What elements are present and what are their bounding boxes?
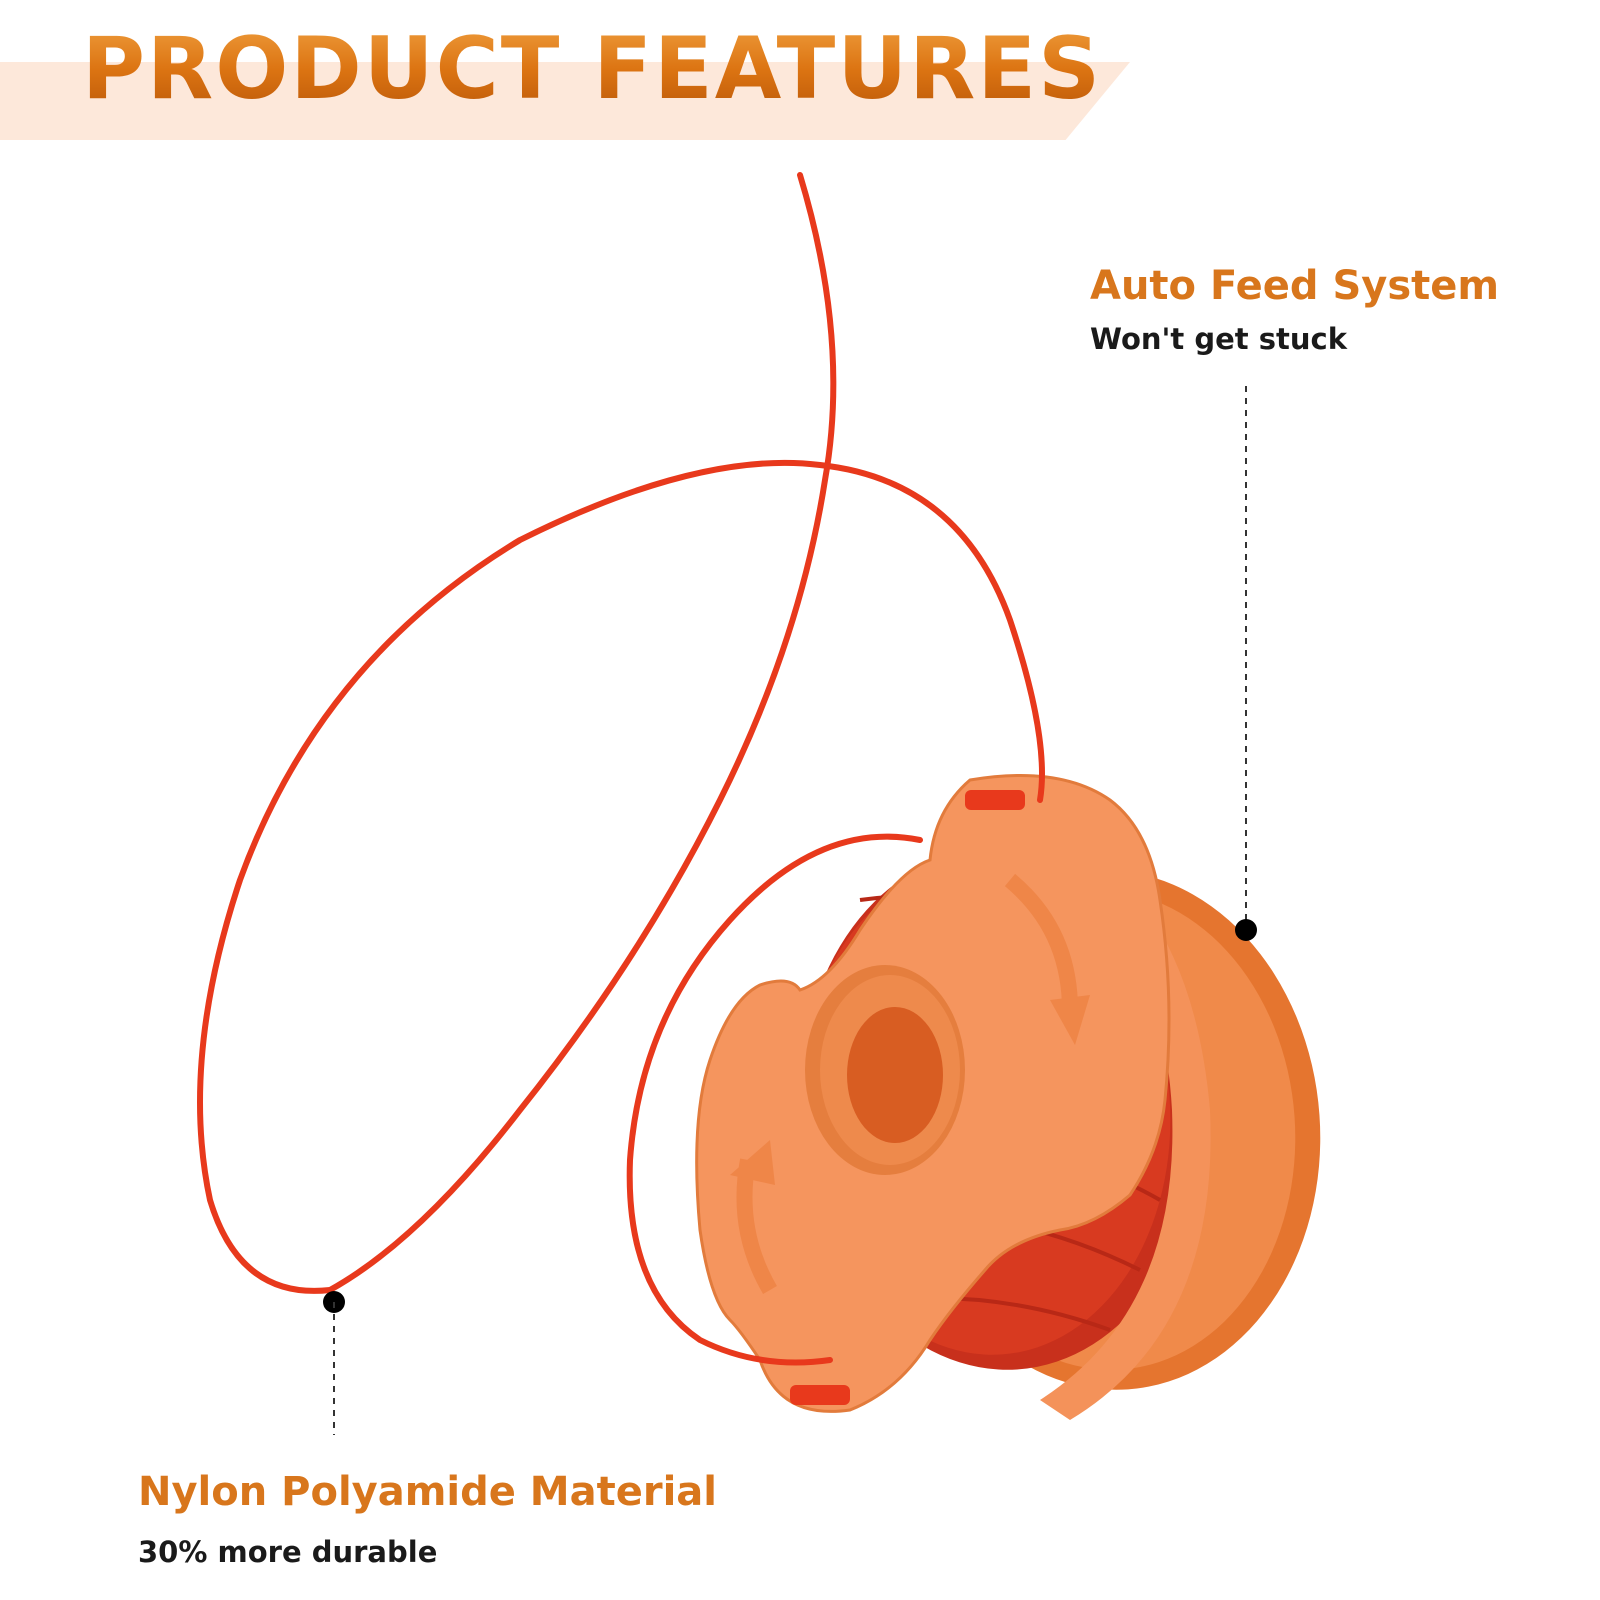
nylon-material-subtitle: 30% more durable [138,1535,438,1569]
page-title: PRODUCT FEATURES [82,18,1102,121]
auto-feed-title: Auto Feed System [1090,263,1500,309]
nylon-callout [323,1291,345,1435]
nylon-material-title: Nylon Polyamide Material [138,1469,717,1515]
spool-front-plate [695,774,1171,1413]
auto-feed-callout [1235,386,1257,941]
trimmer-line [197,172,1045,1366]
title-banner [0,62,1130,140]
auto-feed-subtitle: Won't get stuck [1090,322,1347,356]
